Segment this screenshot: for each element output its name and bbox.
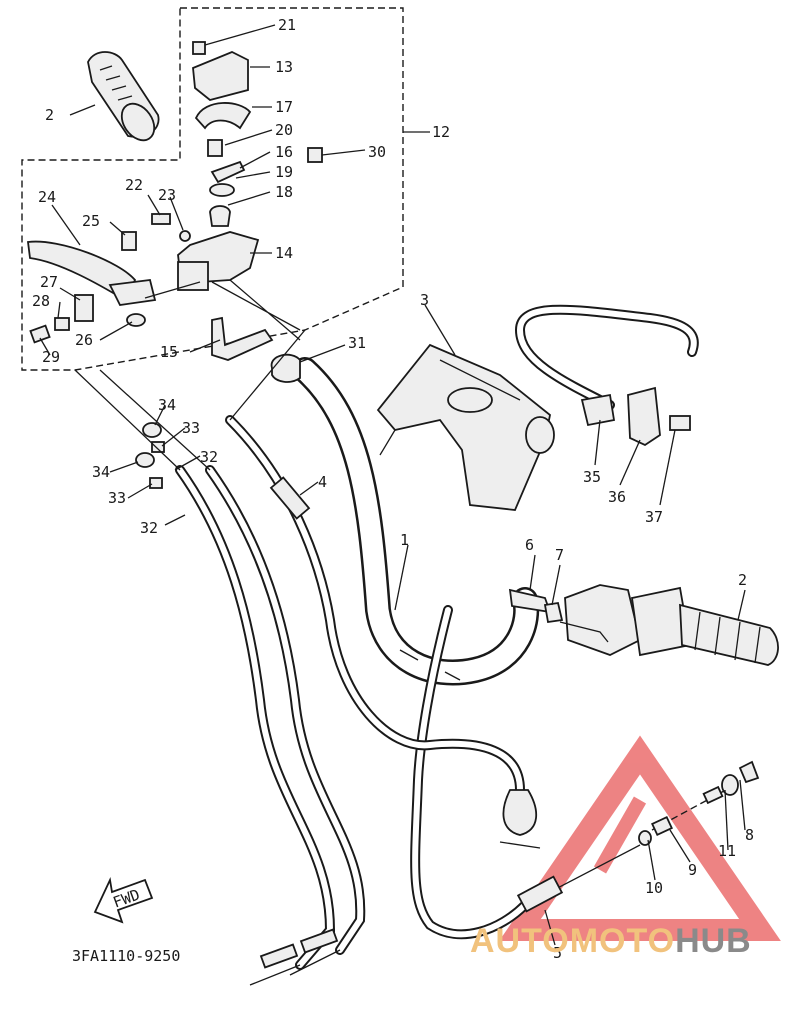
- drawing-code: 3FA1110-9250: [72, 947, 180, 965]
- callout-22: 22: [125, 176, 143, 194]
- callout-33: 33: [182, 419, 200, 437]
- callout-24: 24: [38, 188, 56, 206]
- callout-18: 18: [275, 183, 293, 201]
- callout-11: 11: [718, 842, 736, 860]
- handlebar: [292, 357, 540, 686]
- callout-33: 33: [108, 489, 126, 507]
- callout-6: 6: [525, 536, 534, 554]
- callout-12: 12: [432, 123, 450, 141]
- callout-23: 23: [158, 186, 176, 204]
- callout-3: 3: [420, 291, 429, 309]
- watermark-part2: HUB: [675, 922, 752, 960]
- clutch-cable: [225, 415, 541, 849]
- callout-2: 2: [45, 106, 54, 124]
- callout-9: 9: [688, 861, 697, 879]
- callout-21: 21: [278, 16, 296, 34]
- fwd-arrow-icon: FWD: [93, 876, 154, 924]
- right-cable-assembly: [514, 304, 699, 447]
- callout-29: 29: [42, 348, 60, 366]
- throttle-cable: [410, 605, 641, 940]
- callout-16: 16: [275, 143, 293, 161]
- callout-32: 32: [140, 519, 158, 537]
- leader-lines: [39, 24, 746, 946]
- callout-4: 4: [318, 473, 327, 491]
- brake-cables: [175, 465, 366, 986]
- left-grip: [87, 51, 160, 142]
- callout-28: 28: [32, 292, 50, 310]
- watermark-part1: AUTOMOTO: [470, 922, 676, 960]
- callout-34: 34: [158, 396, 176, 414]
- callout-numbers: 1 2 2 3 4 5 6 7 8 9 10 11 12 13 14 15 16…: [32, 16, 754, 965]
- callout-5: 5: [553, 944, 562, 962]
- callout-27: 27: [40, 273, 58, 291]
- callout-35: 35: [583, 468, 601, 486]
- callout-30: 30: [368, 143, 386, 161]
- watermark-logo-icon: [499, 735, 781, 941]
- handlebar-cover: [376, 343, 555, 511]
- callout-7: 7: [555, 546, 564, 564]
- right-grip: [508, 584, 779, 666]
- fwd-label: FWD: [111, 885, 143, 911]
- callout-31: 31: [348, 334, 366, 352]
- watermark-text: AUTOMOTOHUB: [470, 922, 752, 961]
- callout-20: 20: [275, 121, 293, 139]
- callout-2: 2: [738, 571, 747, 589]
- callout-15: 15: [160, 343, 178, 361]
- callout-36: 36: [608, 488, 626, 506]
- callout-19: 19: [275, 163, 293, 181]
- lever-assembly: [26, 41, 323, 383]
- callout-8: 8: [745, 826, 754, 844]
- callout-25: 25: [82, 212, 100, 230]
- callout-10: 10: [645, 879, 663, 897]
- callout-34: 34: [92, 463, 110, 481]
- callout-26: 26: [75, 331, 93, 349]
- callout-13: 13: [275, 58, 293, 76]
- cable-fittings: [74, 329, 306, 489]
- callout-14: 14: [275, 244, 293, 262]
- callout-32: 32: [200, 448, 218, 466]
- callout-17: 17: [275, 98, 293, 116]
- callout-37: 37: [645, 508, 663, 526]
- callout-1: 1: [400, 531, 409, 549]
